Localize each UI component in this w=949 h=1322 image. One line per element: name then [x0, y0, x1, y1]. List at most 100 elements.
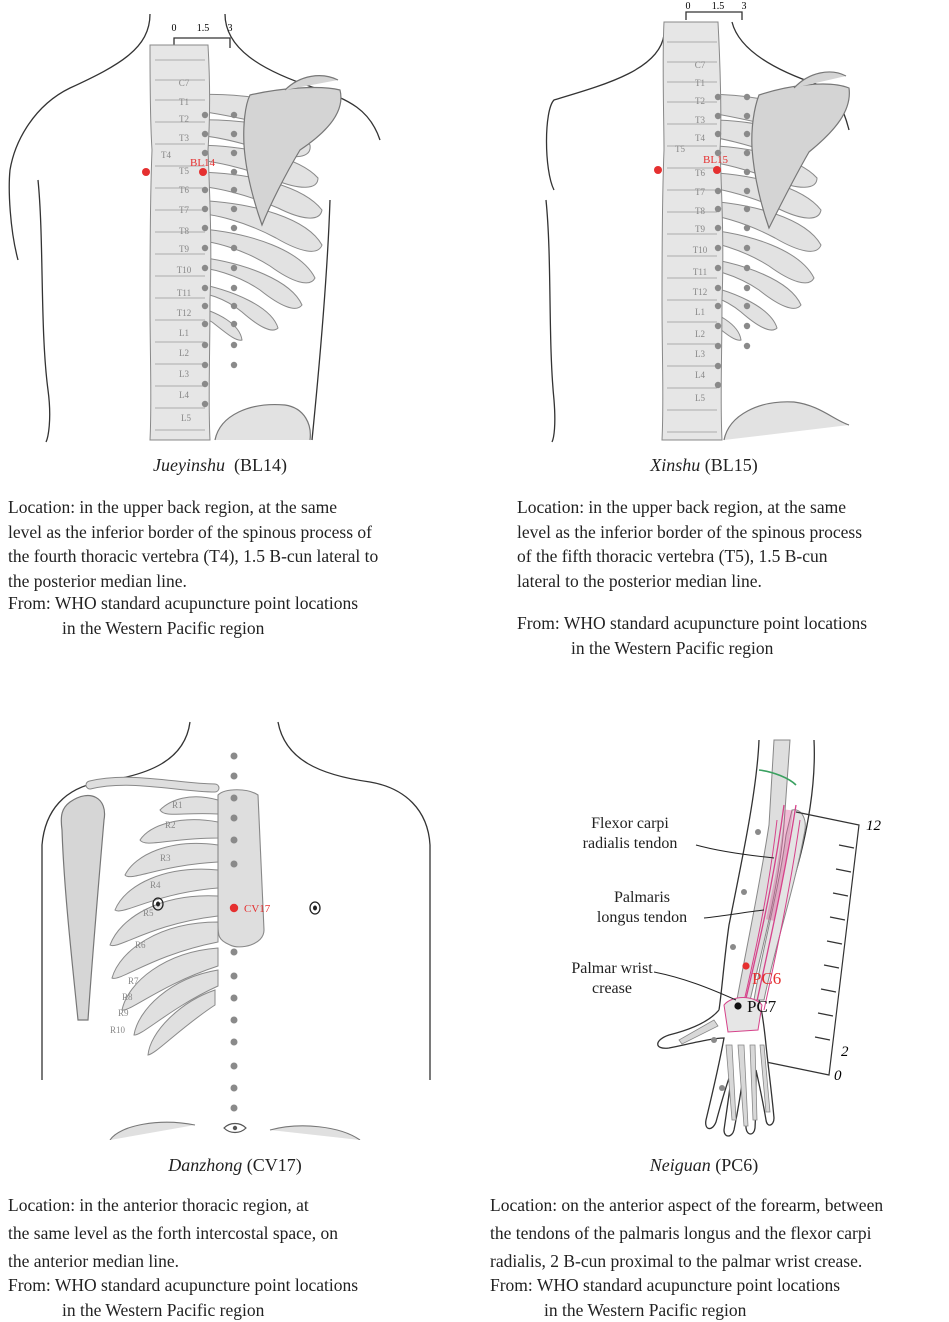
vertebra-label: L1	[179, 328, 189, 338]
vertebra-label: T7	[179, 205, 189, 215]
vertebra-label: T5	[675, 144, 685, 154]
rib-label: R1	[172, 800, 183, 810]
vertebra-label: L4	[695, 370, 705, 380]
acupoint-label: BL15	[703, 154, 729, 166]
location-line: level as the inferior border of the spin…	[517, 520, 862, 545]
point-name: Neiguan	[650, 1155, 711, 1175]
vertebra-label: T10	[693, 245, 708, 255]
vertebra-label: T12	[177, 308, 192, 318]
vertebra-label: T12	[693, 287, 708, 297]
anatomy-label: crease	[592, 980, 632, 997]
location-line: the same level as the forth intercostal …	[8, 1219, 338, 1247]
location-line: the fourth thoracic vertebra (T4), 1.5 B…	[8, 544, 378, 569]
vertebra-label: L2	[695, 329, 705, 339]
location-text: Location: in the upper back region, at t…	[517, 495, 862, 593]
source-line: From: WHO standard acupuncture point loc…	[490, 1275, 840, 1295]
location-line: of the fifth thoracic vertebra (T5), 1.5…	[517, 544, 862, 569]
scale-label: 0	[172, 23, 177, 34]
vertebra-label: T6	[695, 168, 705, 178]
source-line: in the Western Pacific region	[8, 616, 358, 641]
source-line: in the Western Pacific region	[490, 1298, 840, 1322]
acupoint-marker	[142, 168, 150, 176]
point-code: (PC6)	[715, 1155, 758, 1175]
acupoint-marker	[713, 166, 721, 174]
vertebra-label: C7	[695, 60, 706, 70]
source-line: From: WHO standard acupuncture point loc…	[517, 613, 867, 633]
point-code: (BL14)	[234, 455, 287, 475]
location-line: the anterior median line.	[8, 1247, 338, 1275]
vertebra-label: T11	[693, 267, 707, 277]
point-code: (BL15)	[705, 455, 758, 475]
location-line: Location: in the upper back region, at t…	[517, 495, 862, 520]
ruler-label: 0	[834, 1068, 842, 1084]
figure-caption: Danzhong (CV17)	[115, 1155, 355, 1176]
panel-cv17: R1 R2 R3 R4 R5 R6 R7 R8 R9 R10	[0, 660, 474, 1320]
scale-label: 1.5	[197, 23, 210, 34]
source-text: From: WHO standard acupuncture point loc…	[517, 611, 867, 660]
vertebra-label: L1	[695, 307, 705, 317]
source-line: From: WHO standard acupuncture point loc…	[8, 593, 358, 613]
back-figure-bl14: 0 1.5 3 C7 T1 T2	[0, 0, 474, 445]
rib-label: R9	[118, 1008, 129, 1018]
location-text: Location: in the upper back region, at t…	[8, 495, 378, 593]
rib-label: R4	[150, 880, 161, 890]
vertebra-label: C7	[179, 78, 190, 88]
ruler-label: 2	[841, 1044, 849, 1060]
panel-bl14: 0 1.5 3 C7 T1 T2	[0, 0, 474, 660]
location-line: the tendons of the palmaris longus and t…	[490, 1219, 883, 1247]
scale-label: 3	[742, 1, 747, 12]
vertebra-label: T9	[179, 244, 189, 254]
rib-label: R8	[122, 992, 133, 1002]
anatomy-labels: Flexor carpi radialis tendon Palmaris lo…	[571, 815, 687, 997]
rib-label: R10	[110, 1025, 126, 1035]
point-code: (CV17)	[247, 1155, 302, 1175]
point-name: Jueyinshu	[153, 455, 225, 475]
vertebra-label: T5	[179, 166, 189, 176]
acupoint-marker	[654, 166, 662, 174]
location-line: Location: on the anterior aspect of the …	[490, 1191, 883, 1219]
vertebra-label: L3	[179, 369, 189, 379]
vertebra-label: L4	[179, 390, 189, 400]
figure-caption: Xinshu (BL15)	[584, 455, 824, 476]
location-line: Location: in the anterior thoracic regio…	[8, 1191, 338, 1219]
anatomy-label: Flexor carpi	[591, 815, 669, 832]
back-figure-bl15: 0 1.5 3 C7 T1 T2 T3 T4 T5 T6	[474, 0, 949, 445]
location-line: lateral to the posterior median line.	[517, 569, 862, 594]
location-line: Location: in the upper back region, at t…	[8, 495, 378, 520]
location-line: level as the inferior border of the spin…	[8, 520, 378, 545]
vertebra-label: T8	[179, 226, 189, 236]
chest-figure-cv17: R1 R2 R3 R4 R5 R6 R7 R8 R9 R10	[0, 660, 474, 1140]
panel-bl15: 0 1.5 3 C7 T1 T2 T3 T4 T5 T6	[474, 0, 949, 660]
vertebra-label: T3	[179, 133, 189, 143]
anatomy-label: radialis tendon	[583, 835, 678, 852]
vertebra-label: T4	[161, 150, 171, 160]
vertebra-label: T8	[695, 206, 705, 216]
source-line: From: WHO standard acupuncture point loc…	[8, 1275, 358, 1295]
point-name: Danzhong	[168, 1155, 242, 1175]
acupoint-label-pc7: PC7	[747, 997, 777, 1016]
rib-label: R2	[165, 820, 176, 830]
location-text: Location: in the anterior thoracic regio…	[8, 1191, 338, 1275]
source-line: in the Western Pacific region	[8, 1298, 358, 1322]
point-name: Xinshu	[650, 455, 700, 475]
vertebra-label: T2	[179, 114, 189, 124]
vertebra-label: T7	[695, 187, 705, 197]
acupoint-label: CV17	[244, 903, 271, 915]
rib-label: R3	[160, 853, 171, 863]
vertebra-label: T6	[179, 185, 189, 195]
acupoint-label: PC6	[752, 969, 781, 988]
acupoint-label: BL14	[190, 157, 216, 169]
vertebra-label: L5	[181, 413, 191, 423]
acupoint-marker	[199, 168, 207, 176]
navel-icon	[224, 1124, 246, 1133]
vertebra-label: T1	[695, 78, 705, 88]
forearm-figure-pc6: 12 2 0 Flexor carpi radialis tendon Palm…	[474, 660, 949, 1140]
scale-label: 3	[228, 23, 233, 34]
anatomy-label: Palmar wrist	[571, 960, 653, 977]
spine	[662, 22, 723, 440]
figure-caption: Neiguan (PC6)	[584, 1155, 824, 1176]
acupoint-marker-pc7	[734, 1002, 741, 1009]
nipple-icon	[310, 902, 320, 914]
rib-label: R6	[135, 940, 146, 950]
vertebra-label: L5	[695, 393, 705, 403]
